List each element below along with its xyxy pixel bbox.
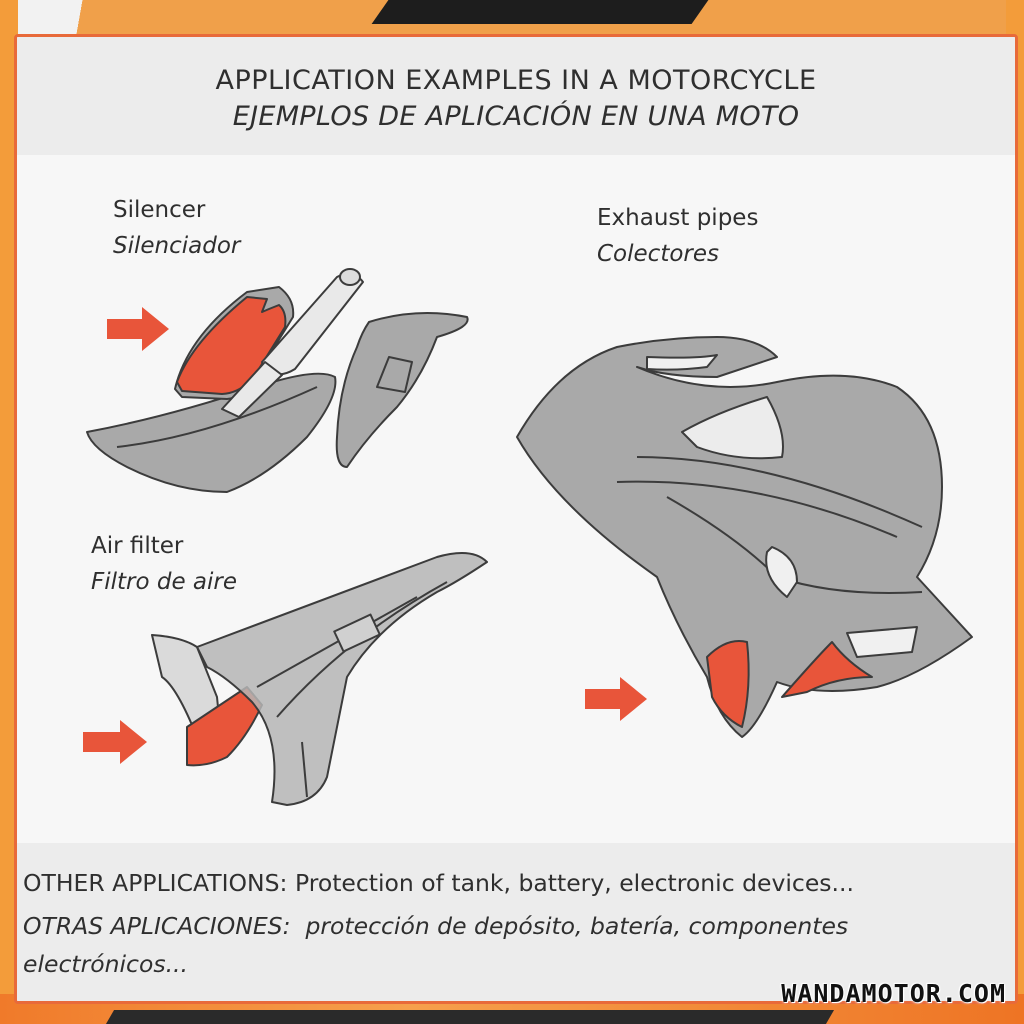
air-filter-label-es: Filtro de aire (91, 569, 238, 595)
info-card: APPLICATION EXAMPLES IN A MOTORCYCLE EJE… (14, 34, 1018, 1004)
package-stripe-bottom (105, 1010, 835, 1024)
header-band: APPLICATION EXAMPLES IN A MOTORCYCLE EJE… (17, 37, 1015, 155)
page-title: APPLICATION EXAMPLES IN A MOTORCYCLE (215, 65, 817, 96)
page-subtitle: EJEMPLOS DE APLICACIÓN EN UNA MOTO (232, 101, 800, 132)
other-applications-es-text: protección de depósito, batería, compone… (23, 912, 856, 978)
watermark-logo: WANDAMOTOR.COM (781, 979, 1006, 1008)
arrow-right-icon (585, 677, 647, 721)
air-filter-illustration (151, 552, 488, 806)
package-background-left (0, 0, 18, 1024)
silencer-label-es: Silenciador (113, 233, 241, 259)
other-applications-en-label: OTHER APPLICATIONS: (23, 869, 288, 897)
other-applications-en: OTHER APPLICATIONS: Protection of tank, … (23, 869, 854, 897)
silencer-label: Silencer (113, 197, 206, 223)
package-stripe-top (371, 0, 709, 24)
silencer-illustration (86, 268, 469, 493)
exhaust-label-es: Colectores (597, 241, 719, 267)
exhaust-label: Exhaust pipes (597, 205, 759, 231)
other-applications-es-label: OTRAS APLICACIONES: (23, 912, 291, 940)
footer-band (17, 843, 1015, 1001)
arrow-right-icon (107, 307, 169, 351)
other-applications-en-text: Protection of tank, battery, electronic … (287, 869, 854, 897)
fairing-illustration (516, 336, 973, 738)
other-applications-es: OTRAS APLICACIONES: protección de depósi… (23, 907, 983, 983)
arrow-right-icon (83, 720, 147, 764)
air-filter-label: Air filter (91, 533, 184, 559)
motorcycle-illustrations (83, 268, 973, 806)
